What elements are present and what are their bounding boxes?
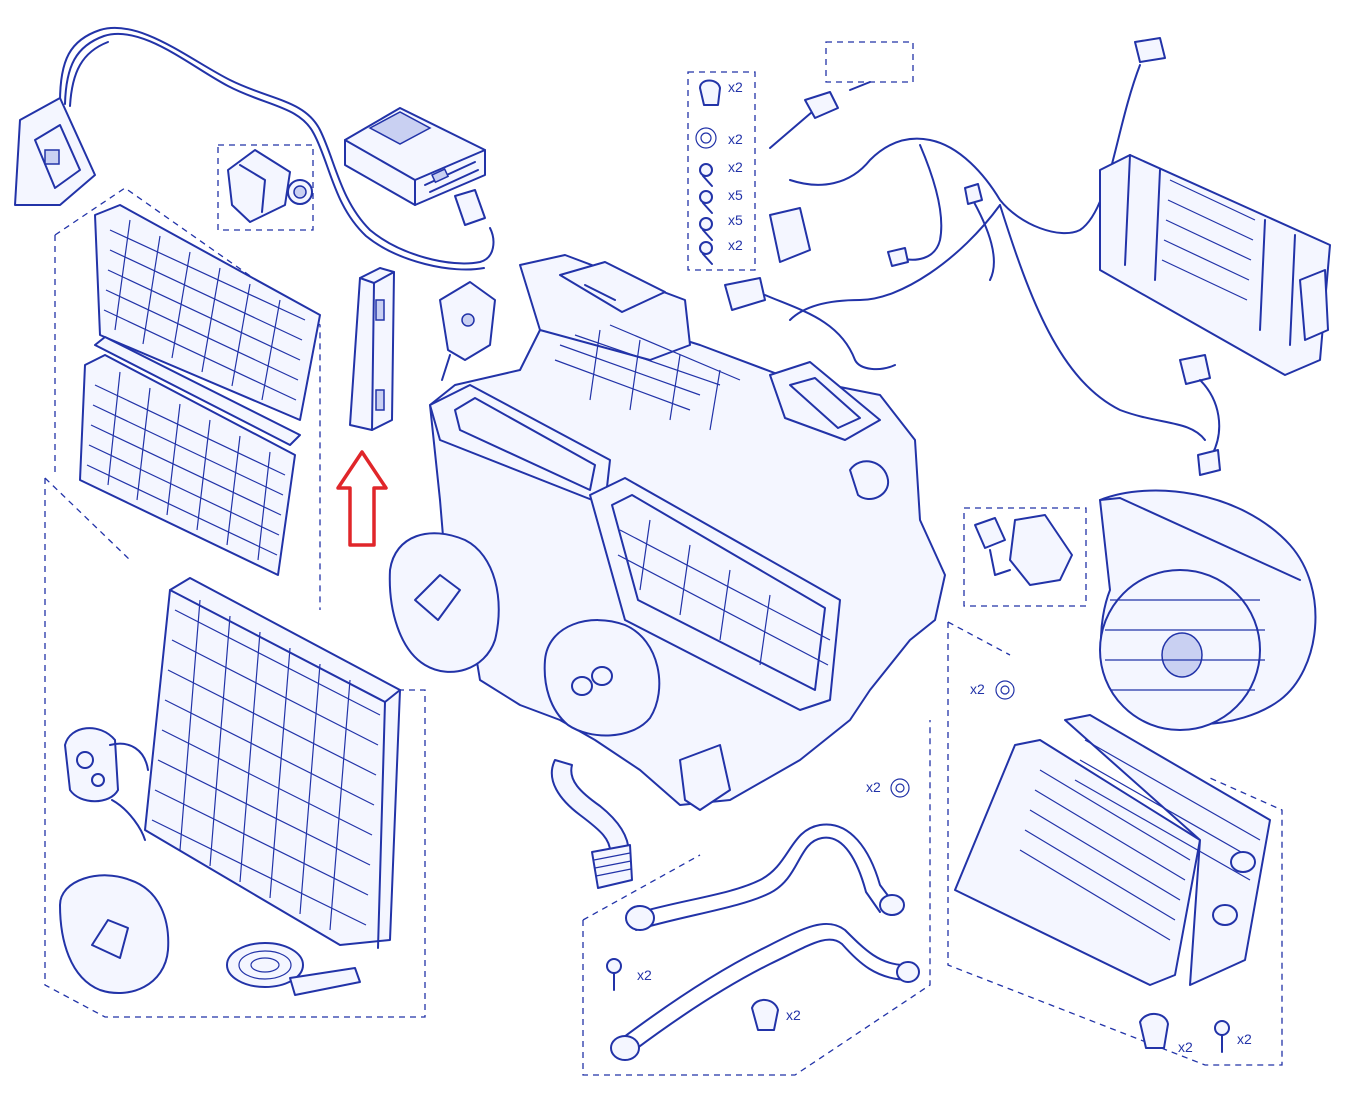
hardware-top-column xyxy=(695,79,721,265)
hvac-housing xyxy=(388,254,946,811)
heater-core xyxy=(954,714,1271,986)
control-module xyxy=(344,107,486,206)
qty-clamp-heater-bottom: x2 xyxy=(1178,1039,1193,1055)
blower-fan xyxy=(1099,489,1317,731)
insulation-tape-roll xyxy=(226,942,361,996)
actuator-top xyxy=(227,149,313,223)
qty-bracket-clip-top: x2 xyxy=(728,79,743,95)
heater-hose-lower xyxy=(610,922,920,1061)
qty-washer-top: x2 xyxy=(728,131,743,147)
expansion-valve xyxy=(64,727,149,841)
qty-screw-c: x5 xyxy=(728,212,743,228)
foam-ring xyxy=(59,874,170,995)
drain-hose xyxy=(550,759,633,889)
evaporator-core xyxy=(144,577,401,949)
main-harness xyxy=(724,37,1221,476)
cabin-filter-lower xyxy=(79,354,296,576)
group-outlines xyxy=(44,41,1283,1076)
hardware-misc xyxy=(606,680,1230,1053)
ptc-heater xyxy=(1099,154,1331,376)
qty-screw-b: x5 xyxy=(728,187,743,203)
top-left-harness xyxy=(14,27,495,271)
qty-screw-heater-bottom: x2 xyxy=(1237,1031,1252,1047)
filter-seal-strip xyxy=(94,336,301,446)
qty-oring-hose: x2 xyxy=(866,779,881,795)
cabin-filter-upper xyxy=(94,204,321,421)
actuator-right xyxy=(974,514,1073,586)
qty-clamp-hose-bottom: x2 xyxy=(786,1007,801,1023)
qty-screw-hose-bottom: x2 xyxy=(637,967,652,983)
qty-screw-d: x2 xyxy=(728,237,743,253)
quantity-labels: x2 x2 x2 x5 x5 x2 x2 x2 x2 x2 x2 x2 xyxy=(637,79,1252,1055)
red-up-arrow-icon xyxy=(336,450,388,547)
filter-cassette-highlighted xyxy=(349,267,395,431)
mounting-bracket xyxy=(439,281,496,381)
qty-oring-right: x2 xyxy=(970,681,985,697)
qty-screw-a: x2 xyxy=(728,159,743,175)
heater-hose-upper xyxy=(625,823,905,931)
